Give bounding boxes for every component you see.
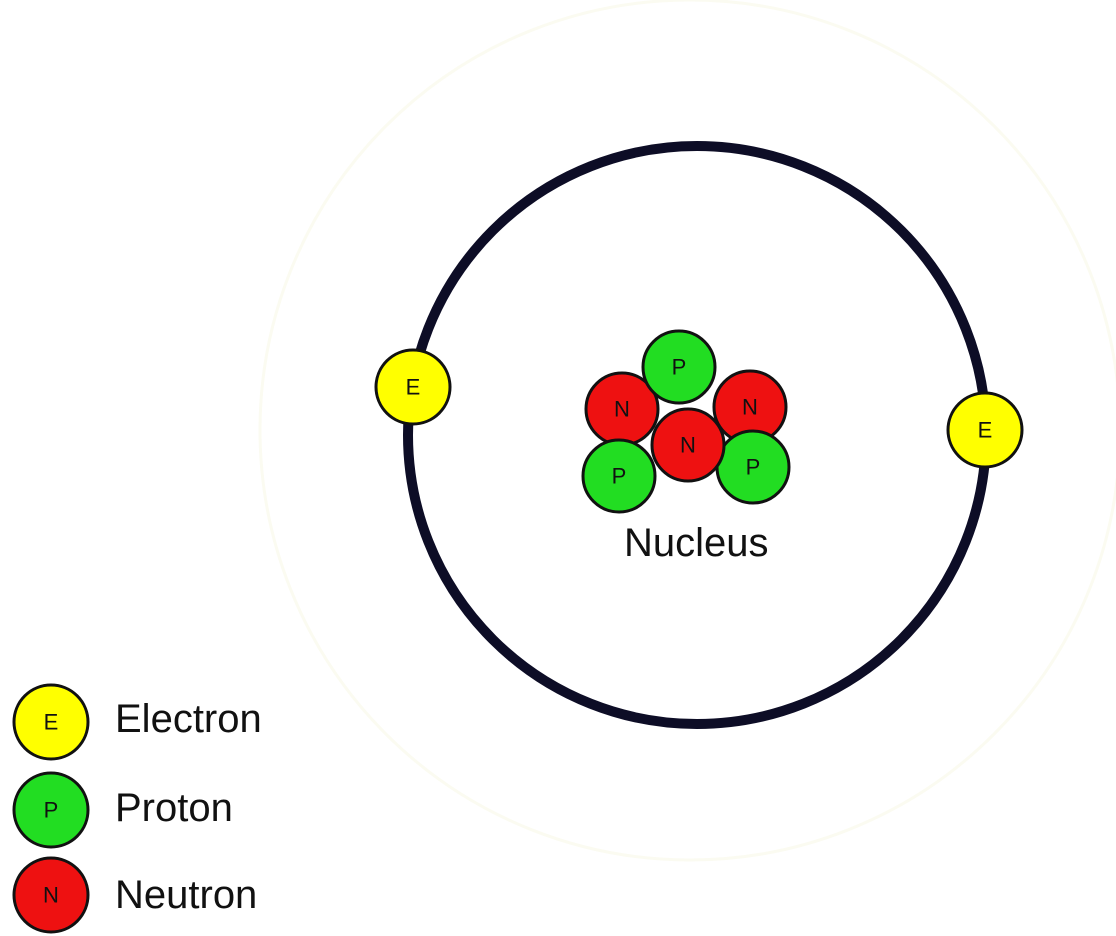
- proton-circle: [581, 438, 657, 514]
- electron-left-circle: [374, 348, 452, 426]
- electron-right-letter: E: [978, 418, 993, 443]
- nucleus-label: Nucleus: [624, 521, 769, 565]
- proton-letter: P: [612, 464, 627, 489]
- legend-proton-letter: P: [44, 798, 59, 823]
- legend-electron-letter: E: [44, 710, 59, 735]
- legend: E Electron P Proton N Neutron: [12, 683, 262, 934]
- legend-electron-label: Electron: [115, 697, 262, 741]
- nucleus-neutron-1: N: [584, 371, 660, 447]
- neutron-letter: N: [742, 395, 758, 420]
- proton-letter: P: [746, 455, 761, 480]
- electron-left-letter: E: [406, 375, 421, 400]
- neutron-circle: [650, 407, 726, 483]
- nucleus-neutron-3: N: [650, 407, 726, 483]
- legend-proton-swatch: [12, 771, 90, 849]
- proton-letter: P: [672, 355, 687, 380]
- legend-item-electron: E Electron: [12, 683, 262, 761]
- nucleus-proton-2: P: [581, 438, 657, 514]
- legend-neutron-label: Neutron: [115, 873, 257, 917]
- legend-neutron-letter: N: [43, 883, 59, 908]
- legend-item-neutron: N Neutron: [12, 856, 257, 934]
- electron-left: E: [374, 348, 452, 426]
- legend-item-proton: P Proton: [12, 771, 233, 849]
- nucleus-proton-3: P: [715, 429, 791, 505]
- legend-neutron-swatch: [12, 856, 90, 934]
- neutron-letter: N: [680, 433, 696, 458]
- legend-electron-swatch: [12, 683, 90, 761]
- neutron-letter: N: [614, 397, 630, 422]
- electron-right-circle: [946, 391, 1024, 469]
- proton-circle: [641, 329, 717, 405]
- outer-halo-ring: [258, 0, 1116, 862]
- nucleus-proton-1: P: [641, 329, 717, 405]
- legend-proton-label: Proton: [115, 786, 233, 830]
- nucleus: N N P P P N: [581, 329, 791, 514]
- electron-right: E: [946, 391, 1024, 469]
